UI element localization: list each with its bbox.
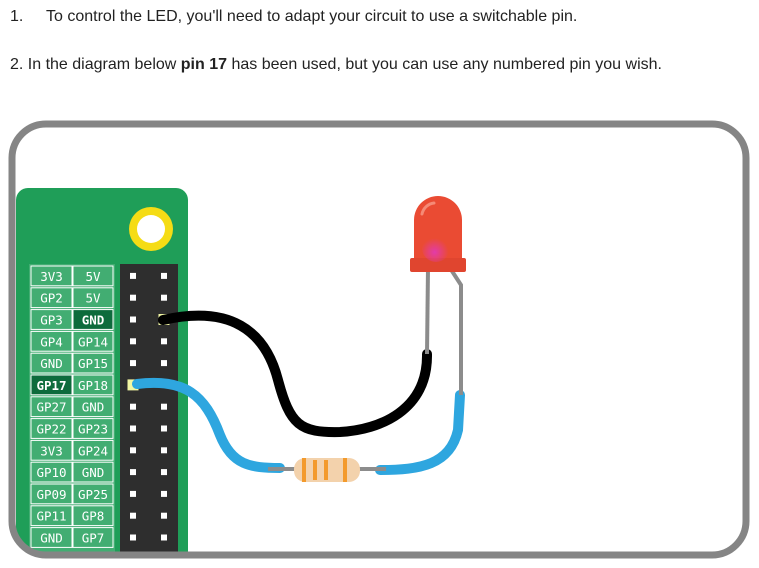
pin-label-cell — [72, 352, 114, 374]
header-pin — [161, 360, 167, 367]
pin-label-cell — [30, 505, 73, 527]
step-text: To control the LED, you'll need to adapt… — [46, 8, 578, 25]
pin-label-cell — [30, 396, 73, 418]
header-pin — [161, 425, 167, 432]
header-pin — [130, 512, 136, 519]
pin-label: GND — [82, 400, 105, 415]
header-pin — [161, 512, 167, 519]
pin-label: GND — [82, 465, 105, 480]
pin-label: GP4 — [40, 334, 63, 349]
pin-label-cell — [72, 439, 114, 461]
pin-label: GND — [40, 356, 63, 371]
pin-label: GP17 — [36, 378, 66, 393]
pin-label-cell — [30, 287, 73, 309]
pin-label: GP10 — [36, 465, 66, 480]
pin-label-cell — [72, 418, 114, 439]
header-pin — [130, 316, 136, 323]
pin-label-cell — [72, 287, 114, 309]
header-pin — [161, 272, 167, 279]
pin-label-cell — [72, 483, 114, 505]
header-pin — [130, 425, 136, 432]
header-pin — [130, 403, 136, 410]
header-pin — [130, 447, 136, 454]
gpio-header — [120, 264, 178, 555]
step-number: 2. — [10, 56, 24, 73]
led-cathode-leg — [425, 267, 430, 355]
header-pin — [161, 403, 167, 410]
pin-label: 3V3 — [40, 443, 63, 458]
pin-label-cell — [30, 527, 73, 548]
mount-hole — [137, 215, 165, 243]
header-pin — [130, 360, 136, 367]
header-pin — [130, 272, 136, 279]
pin-label: GP27 — [36, 400, 66, 415]
header-pin — [130, 469, 136, 476]
pin-label: GP2 — [40, 291, 63, 306]
pin-label: GP18 — [78, 378, 108, 393]
pin-label-cell — [72, 374, 114, 396]
pin-label-cell — [72, 309, 114, 330]
pin-highlight: pin 17 — [180, 56, 228, 73]
pin-label: GP11 — [36, 509, 66, 524]
pin-label: GP23 — [78, 422, 108, 437]
led-wire — [375, 390, 465, 475]
step-text-after: has been used, but you can use any numbe… — [227, 56, 662, 73]
header-pin — [161, 534, 167, 541]
pin-label-cell — [72, 330, 114, 352]
pin-label: GP25 — [78, 487, 108, 502]
pin-label: GP3 — [40, 313, 63, 328]
pin-label: GP15 — [78, 356, 108, 371]
pin-label: 5V — [85, 291, 101, 306]
pin-label-cell — [72, 461, 114, 483]
header-pin — [161, 294, 167, 301]
pin-label: GND — [40, 531, 63, 546]
instruction-step-2: 2. In the diagram below pin 17 has been … — [10, 56, 662, 74]
ground-wire — [158, 310, 433, 438]
header-pin — [130, 534, 136, 541]
pin-label: 3V3 — [40, 269, 63, 284]
led-anode-leg — [448, 266, 463, 395]
pin-label-cell — [30, 309, 73, 330]
diagram-frame — [8, 120, 750, 559]
header-pin — [130, 490, 136, 497]
pin-label-cell — [30, 461, 73, 483]
instruction-step-1: 1. To control the LED, you'll need to ada… — [10, 8, 577, 26]
header-pin — [130, 338, 136, 345]
header-pin — [161, 490, 167, 497]
pin-label-cell — [30, 418, 73, 439]
header-pin — [161, 447, 167, 454]
pin-label-cell — [30, 439, 73, 461]
step-number: 1. — [10, 8, 24, 25]
pin-label: 5V — [85, 269, 101, 284]
pin-label-cell — [30, 352, 73, 374]
pin-label-cell — [30, 483, 73, 505]
led — [410, 196, 466, 272]
step-text-before: In the diagram below — [27, 56, 181, 73]
pin-label-cell — [30, 265, 73, 287]
header-pin — [161, 469, 167, 476]
pin-label: GP22 — [36, 422, 66, 437]
pin-label-cell — [72, 527, 114, 548]
pin-label-cell — [72, 505, 114, 527]
signal-wire — [132, 377, 285, 473]
pin-label-cell — [72, 396, 114, 418]
pin-label-cell — [30, 330, 73, 352]
pin-label: GND — [82, 313, 105, 328]
pin-label: GP8 — [82, 509, 105, 524]
header-pin — [161, 338, 167, 345]
pin-label: GP24 — [78, 443, 108, 458]
pin-label: GP09 — [36, 487, 66, 502]
resistor — [268, 458, 386, 482]
header-pin — [130, 294, 136, 301]
pin-label: GP7 — [82, 531, 105, 546]
pin-label: GP14 — [78, 334, 108, 349]
pin-label-cell — [30, 374, 73, 396]
pin-label-cell — [72, 265, 114, 287]
